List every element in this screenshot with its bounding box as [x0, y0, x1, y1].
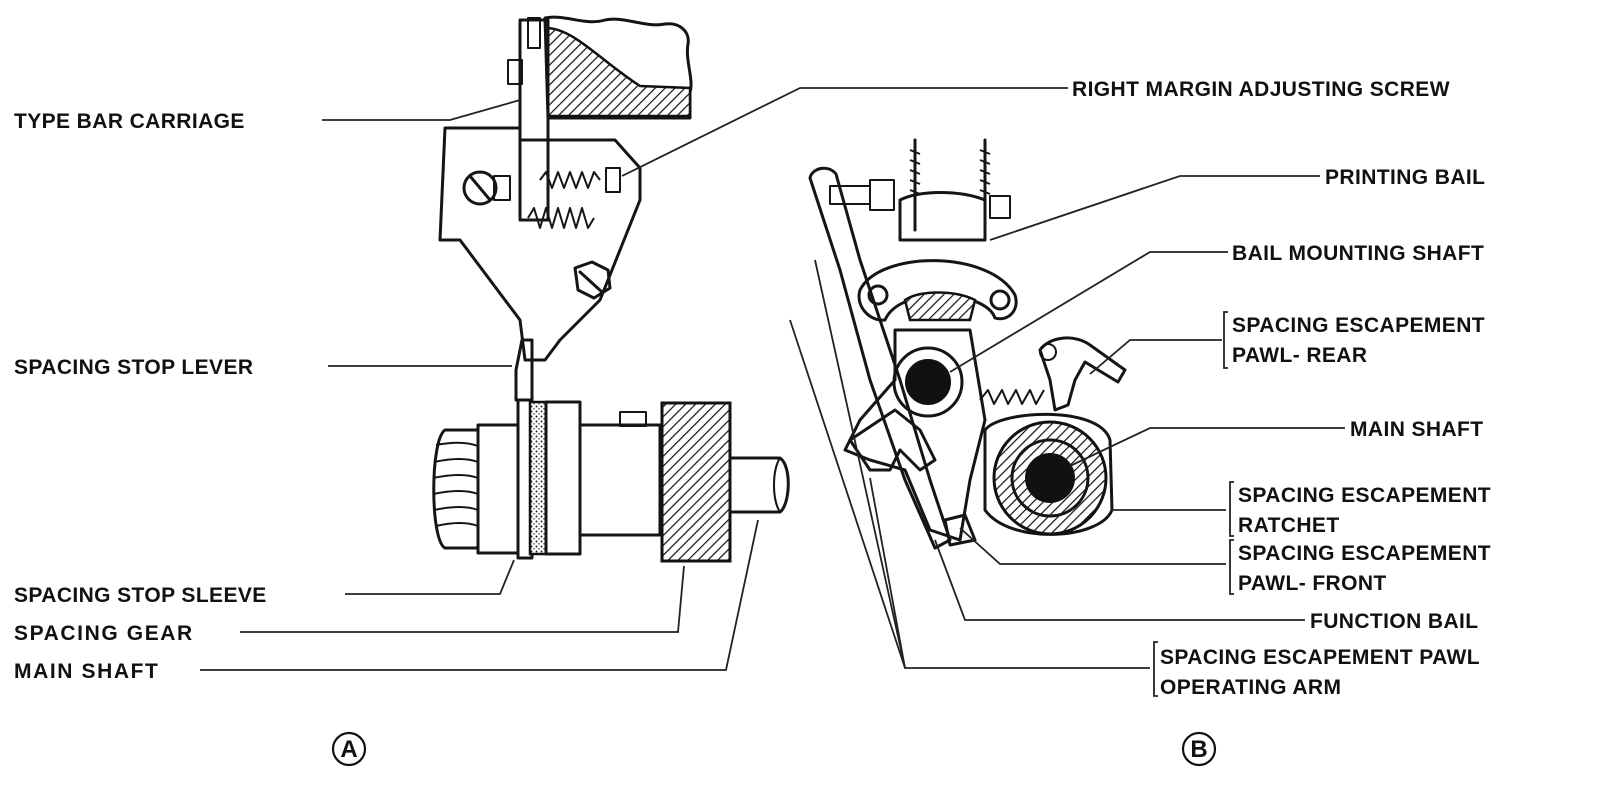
label-spacing-gear: SPACING GEAR	[14, 622, 194, 645]
brace-pawl-front	[1229, 539, 1234, 595]
label-ratchet-line-2: RATCHET	[1238, 514, 1340, 537]
carriage-body	[543, 15, 693, 120]
front-pawl	[943, 513, 977, 547]
nut	[493, 175, 511, 201]
leader-spacing-gear	[240, 565, 685, 633]
operating-arm	[808, 166, 952, 550]
leader-right-margin-adjusting-screw	[621, 87, 1068, 177]
stop-sleeve-body	[544, 400, 582, 556]
label-pawl-rear-line-1: SPACING ESCAPEMENT	[1232, 314, 1485, 337]
bail-mounting-shaft	[905, 359, 951, 405]
leader-printing-bail	[989, 175, 1320, 241]
spacing-gear	[660, 401, 732, 563]
figure-a-drawing	[432, 15, 790, 563]
label-pawl-front-line-2: PAWL- FRONT	[1238, 572, 1387, 595]
label-right-margin-adjusting-screw: RIGHT MARGIN ADJUSTING SCREW	[1072, 78, 1450, 101]
figure-b-letter: B	[1190, 736, 1207, 763]
brace-operating-arm	[1153, 641, 1158, 697]
leader-main-shaft-b	[1069, 427, 1345, 467]
figure-b-drawing	[808, 138, 1127, 550]
rear-pawl-pivot	[1039, 343, 1057, 361]
figure-b-letter-circle	[1181, 731, 1217, 767]
rod-left-threads	[909, 149, 921, 195]
bail-arch	[857, 259, 1018, 322]
rod-right-threads	[979, 149, 991, 195]
stop-sleeve-friction-disc	[528, 400, 548, 556]
worm-threads	[432, 441, 479, 527]
leader-operating-arm-2	[814, 259, 906, 669]
leader-type-bar-carriage	[322, 99, 521, 121]
label-pawl-rear-line-2: PAWL- REAR	[1232, 344, 1367, 367]
brace-ratchet	[1229, 481, 1234, 537]
carriage-hatched-section	[546, 26, 692, 118]
label-main-shaft-b: MAIN SHAFT	[1350, 418, 1484, 441]
main-shaft-break	[773, 457, 781, 513]
top-nut-2	[869, 179, 895, 211]
rear-pawl	[1038, 336, 1127, 412]
bracket-plate	[438, 126, 642, 362]
type-bar-plate	[518, 18, 550, 222]
ratchet-inner-ring	[1010, 438, 1090, 518]
figure-a-letter-circle	[331, 731, 367, 767]
lower-spring	[527, 207, 595, 229]
printing-bail-yoke	[898, 191, 987, 242]
brace-pawl-rear	[1223, 311, 1228, 369]
leader-bail-mounting-shaft	[949, 251, 1228, 373]
lower-claw	[848, 408, 937, 472]
top-nut-1	[829, 185, 871, 205]
sleeve-collar	[476, 423, 520, 555]
arch-screw-right	[989, 289, 1011, 311]
leader-function-bail	[934, 539, 1305, 621]
adjusting-screw-thread	[539, 171, 601, 189]
leader-operating-arm-3	[869, 477, 906, 669]
label-operating-arm-line-1: SPACING ESCAPEMENT PAWL	[1160, 646, 1480, 669]
label-function-bail: FUNCTION BAIL	[1310, 610, 1479, 633]
main-shaft-a	[728, 456, 790, 514]
main-shaft-b	[1025, 453, 1075, 503]
leader-spacing-escapement-pawl-front	[959, 527, 1226, 565]
leader-spacing-stop-sleeve	[345, 559, 515, 595]
left-screw-slot	[468, 174, 492, 202]
escapement-spring	[979, 389, 1045, 405]
screw-head	[605, 167, 621, 193]
label-bail-mounting-shaft: BAIL MOUNTING SHAFT	[1232, 242, 1484, 265]
label-ratchet-line-1: SPACING ESCAPEMENT	[1238, 484, 1491, 507]
figure-a-annotations: TYPE BAR CARRIAGE SPACING STOP LEVER SPA…	[14, 99, 759, 767]
body-plate	[843, 328, 987, 542]
leader-spacing-escapement-pawl-rear	[1089, 339, 1222, 375]
label-printing-bail: PRINTING BAIL	[1325, 166, 1485, 189]
bail-shaft-section	[903, 291, 977, 322]
hex-screw	[573, 260, 612, 300]
label-main-shaft-a: MAIN SHAFT	[14, 660, 160, 683]
label-pawl-front-line-1: SPACING ESCAPEMENT	[1238, 542, 1491, 565]
label-spacing-stop-sleeve: SPACING STOP SLEEVE	[14, 584, 267, 607]
arch-screw-left	[867, 284, 889, 306]
shaft-hub	[578, 423, 662, 537]
leader-main-shaft-a	[200, 519, 759, 671]
hex-screw-slot	[578, 270, 604, 294]
figure-a-letter: A	[340, 736, 357, 763]
label-spacing-stop-lever: SPACING STOP LEVER	[14, 356, 253, 379]
worm-sleeve	[432, 428, 480, 550]
plate-top-clip	[527, 17, 541, 49]
figure-b-annotations: RIGHT MARGIN ADJUSTING SCREW PRINTING BA…	[621, 78, 1491, 767]
plate-clip	[507, 59, 523, 85]
left-screw	[462, 170, 498, 206]
rod-right-nut	[989, 195, 1011, 219]
hub-setscrew	[619, 411, 647, 427]
bail-mount-ring	[892, 346, 964, 418]
label-operating-arm-line-2: OPERATING ARM	[1160, 676, 1341, 699]
label-type-bar-carriage: TYPE BAR CARRIAGE	[14, 110, 245, 133]
